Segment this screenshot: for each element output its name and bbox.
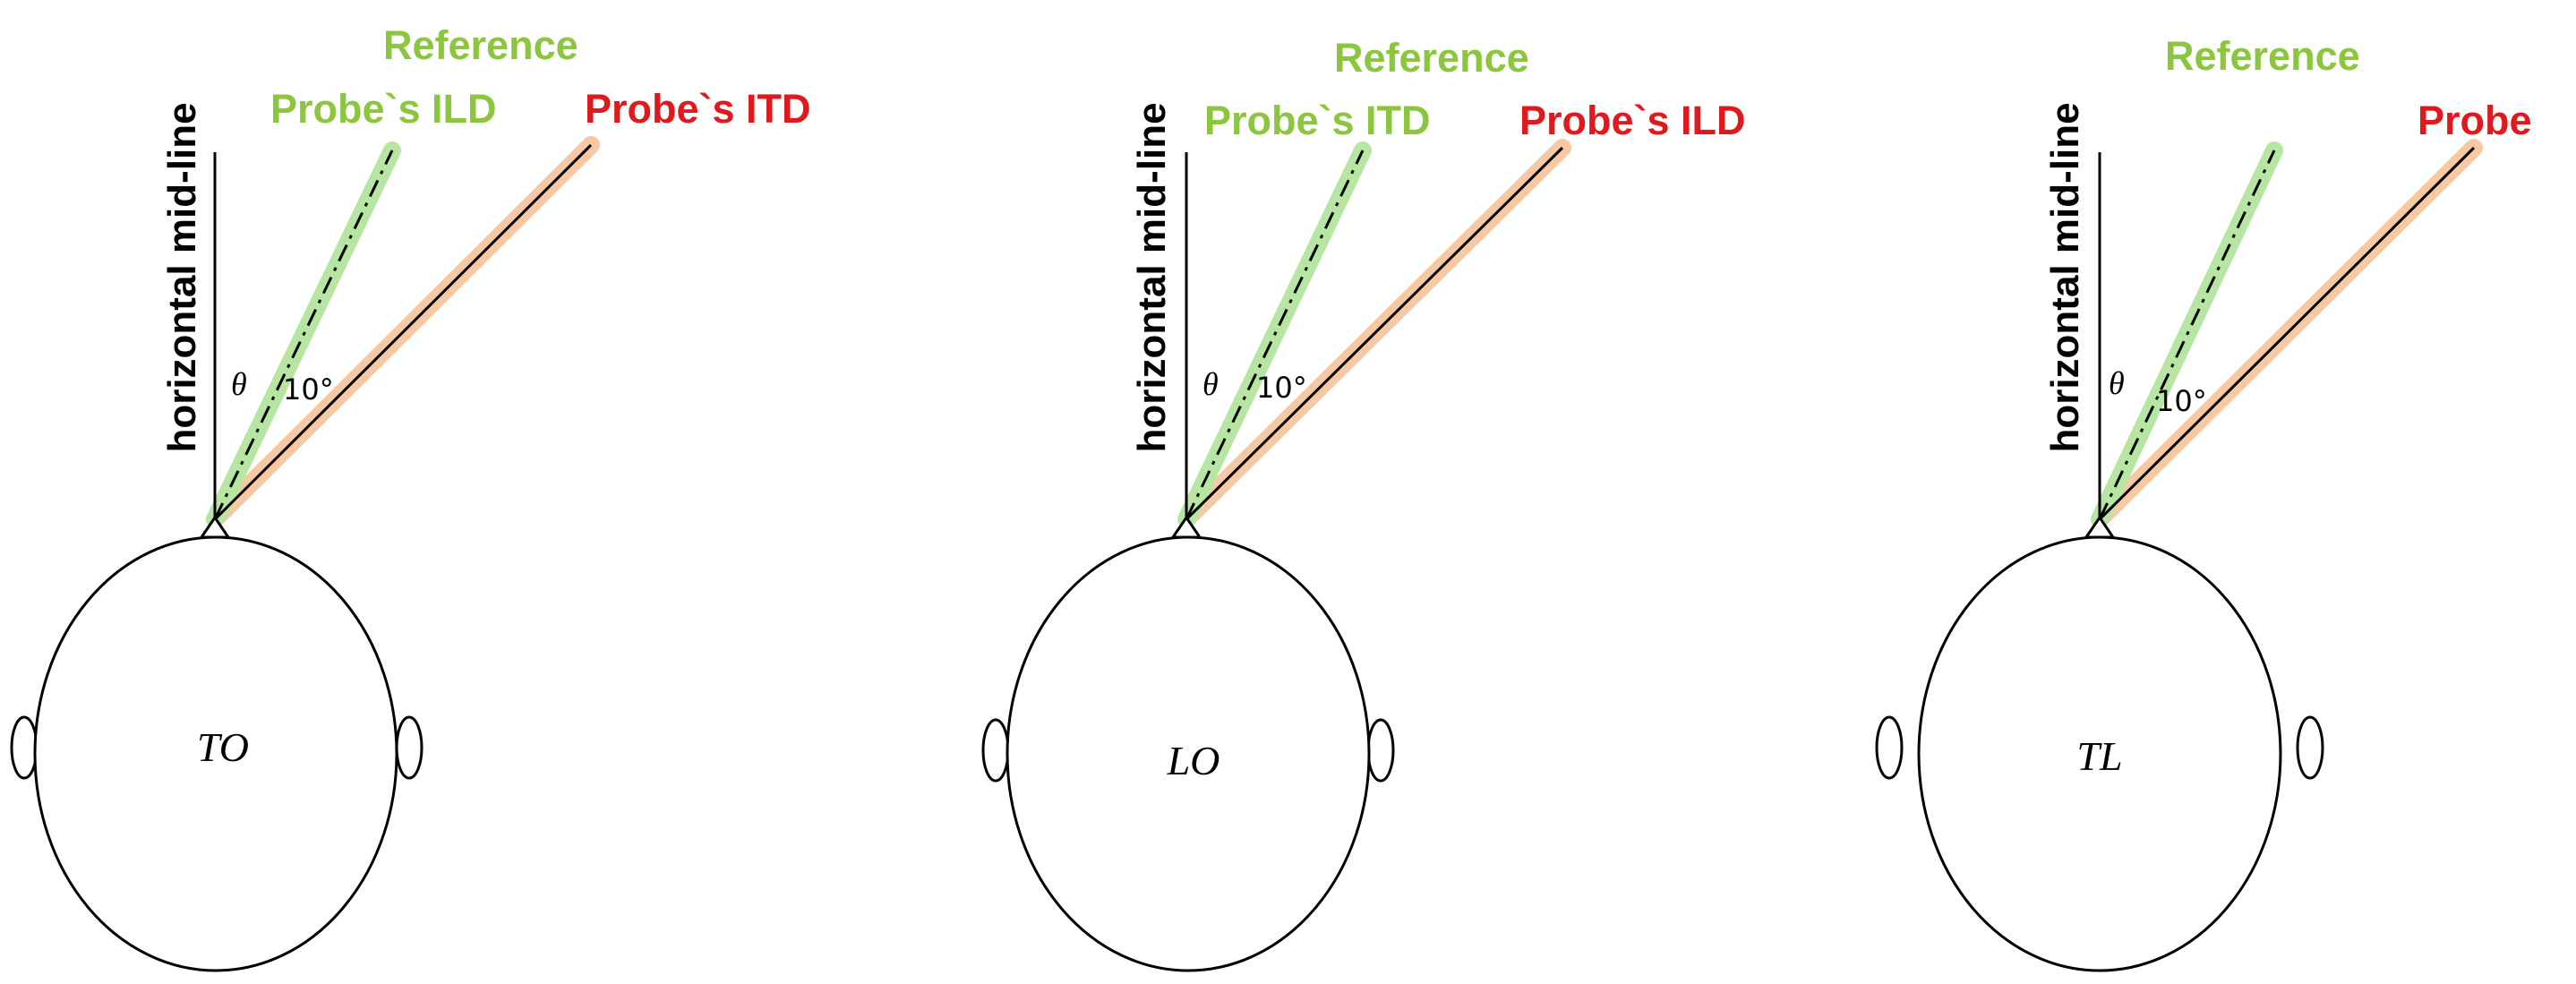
green-probe-label: Probe`s ILD bbox=[270, 86, 497, 132]
theta-label: θ bbox=[2109, 365, 2125, 401]
red-probe-label: Probe bbox=[2418, 98, 2532, 143]
head-circle bbox=[1006, 535, 1371, 972]
right-ear bbox=[395, 715, 424, 780]
reference-label: Reference bbox=[1334, 35, 1529, 81]
left-ear bbox=[981, 718, 1010, 783]
left-ear bbox=[10, 715, 39, 780]
probe-line bbox=[2098, 146, 2476, 521]
midline-label: horizontal mid-line bbox=[160, 102, 204, 452]
head-label: TO bbox=[197, 724, 249, 770]
reference-dashdot-line bbox=[1185, 150, 1365, 520]
head-circle bbox=[33, 535, 398, 972]
angle-label: 10° bbox=[2156, 384, 2207, 418]
red-probe-label: Probe`s ITD bbox=[585, 86, 811, 132]
reference-dashdot-line bbox=[213, 150, 394, 520]
theta-label: θ bbox=[231, 366, 247, 402]
right-ear bbox=[2296, 715, 2324, 780]
probe-line bbox=[213, 143, 593, 521]
midline-label: horizontal mid-line bbox=[1130, 102, 1174, 452]
panel-to: TO horizontal mid-line θ 10° Reference P… bbox=[10, 22, 811, 972]
panel-lo: LO horizontal mid-line θ 10° Reference P… bbox=[981, 35, 1746, 972]
left-ear bbox=[1875, 715, 1904, 780]
head-label: LO bbox=[1167, 738, 1220, 783]
panel-tl: TL horizontal mid-line θ 10° Reference P… bbox=[1875, 33, 2532, 972]
angle-label: 10° bbox=[1256, 371, 1307, 405]
theta-label: θ bbox=[1202, 366, 1219, 402]
probe-line bbox=[1185, 146, 1564, 521]
reference-label: Reference bbox=[383, 22, 578, 68]
head-label: TL bbox=[2076, 733, 2122, 779]
red-probe-label: Probe`s ILD bbox=[1519, 98, 1746, 143]
green-probe-label: Probe`s ITD bbox=[1204, 98, 1431, 143]
right-ear bbox=[1366, 718, 1395, 783]
reference-dashdot-line bbox=[2098, 150, 2276, 520]
head-circle bbox=[1917, 535, 2282, 972]
reference-label: Reference bbox=[2165, 33, 2360, 79]
angle-label: 10° bbox=[283, 372, 334, 406]
midline-label: horizontal mid-line bbox=[2043, 102, 2087, 452]
